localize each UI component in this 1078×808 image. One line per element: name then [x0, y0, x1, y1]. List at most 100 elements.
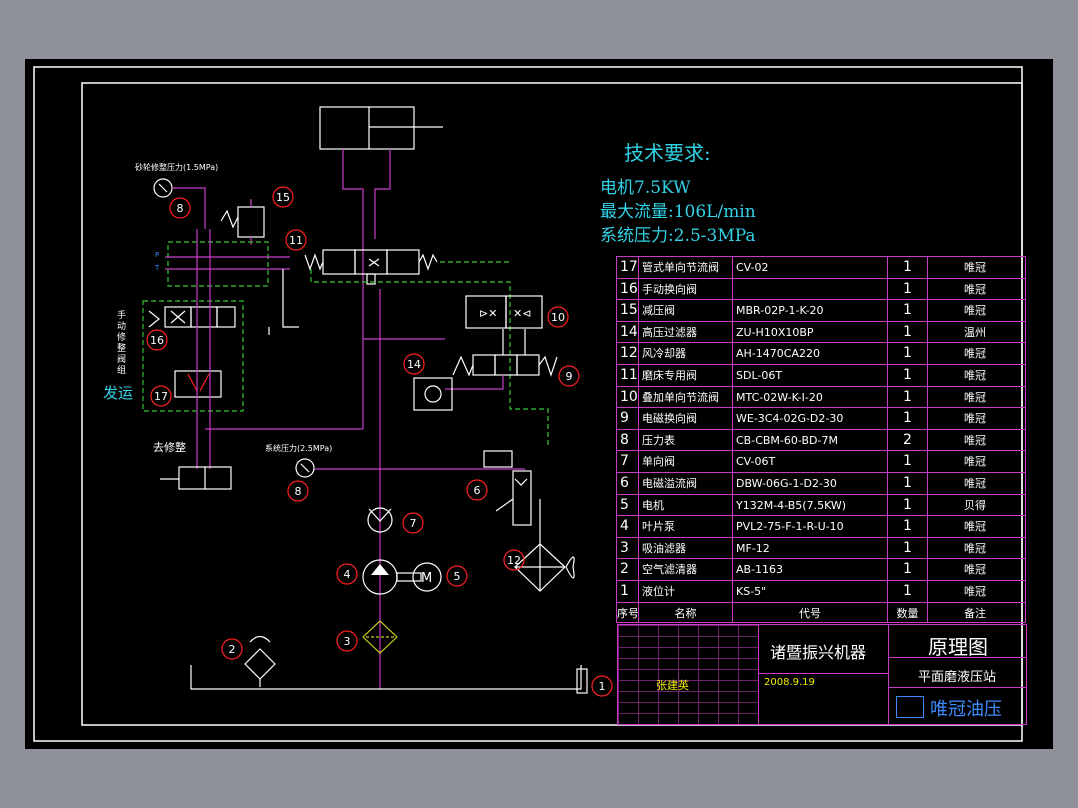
cell-note: 唯冠 — [927, 537, 1022, 559]
drawing-title: 原理图 — [928, 635, 988, 659]
tech-heading: 技术要求: — [624, 141, 711, 165]
callout-circle — [466, 479, 488, 501]
cell-code: CB-CBM-60-BD-7M — [732, 429, 887, 451]
cell-no: 17 — [616, 257, 638, 278]
cell-no: 12 — [616, 343, 638, 364]
cell-name: 吸油滤器 — [638, 537, 732, 559]
callout-number: 2 — [229, 643, 236, 656]
cell-qty: 1 — [887, 343, 927, 364]
cell-note: 贝得 — [927, 494, 1022, 516]
cell-code: CV-06T — [732, 451, 887, 472]
cell-name: 手动换向阀 — [638, 278, 732, 300]
callout-number: 15 — [276, 191, 290, 204]
callout-number: 9 — [566, 370, 573, 383]
maker-name: 唯冠油压 — [930, 699, 1002, 720]
cell-code: PVL2-75-F-1-R-U-10 — [732, 516, 887, 537]
cell-qty: 1 — [887, 257, 927, 278]
callout-number: 8 — [295, 485, 302, 498]
cell-qty: 1 — [887, 580, 927, 602]
cell-code: KS-5" — [732, 580, 887, 602]
cell-no: 15 — [616, 300, 638, 321]
cell-code — [732, 278, 887, 300]
main-cylinder — [319, 106, 415, 150]
cell-code: AH-1470CA220 — [732, 343, 887, 364]
cell-code: 代号 — [732, 602, 887, 623]
tech-requirements: 技术要求: 电机7.5KW 最大流量:106L/min 系统压力:2.5-3MP… — [600, 137, 756, 248]
callout-circle — [503, 549, 525, 571]
hydraulic-schematic: ⊳✕ ✕⊲ M — [33, 66, 1023, 742]
cell-qty: 1 — [887, 364, 927, 386]
label-trim-off: 去修整 — [153, 441, 186, 454]
svg-text:⊳✕: ⊳✕ — [479, 307, 497, 320]
callout-circle — [285, 229, 307, 251]
cell-name: 管式单向节流阀 — [638, 257, 732, 278]
callout-circle — [146, 329, 168, 351]
cell-name: 电磁溢流阀 — [638, 472, 732, 494]
schematic-group: ⊳✕ ✕⊲ M — [142, 106, 588, 694]
cell-code: AB-1163 — [732, 559, 887, 580]
cell-name: 风冷却器 — [638, 343, 732, 364]
cell-name: 单向阀 — [638, 451, 732, 472]
svg-text:M: M — [421, 571, 432, 586]
cell-code: MF-12 — [732, 537, 887, 559]
cell-name: 名称 — [638, 602, 732, 623]
callout-number: 17 — [154, 390, 168, 403]
designer-name: 张建英 — [656, 679, 689, 692]
callout-circle — [446, 565, 468, 587]
callout-circle — [221, 638, 243, 660]
tech-line-flow: 最大流量:106L/min — [600, 202, 756, 222]
callout-number: 3 — [344, 635, 351, 648]
callout-circle — [150, 385, 172, 407]
cell-code: CV-02 — [732, 257, 887, 278]
cell-note: 唯冠 — [927, 516, 1022, 537]
callout-number: 14 — [407, 358, 421, 371]
tech-line-motor: 电机7.5KW — [600, 178, 691, 198]
cell-note: 备注 — [927, 602, 1022, 623]
cell-no: 14 — [616, 321, 638, 343]
cell-note: 唯冠 — [927, 429, 1022, 451]
product-name: 平面磨液压站 — [918, 670, 997, 685]
svg-text:✕⊲: ✕⊲ — [513, 307, 531, 320]
cell-no: 4 — [616, 516, 638, 537]
drawing-date: 2008.9.19 — [764, 677, 815, 688]
cell-code: SDL-06T — [732, 364, 887, 386]
callout-circle — [336, 563, 358, 585]
callout-number: 16 — [150, 334, 164, 347]
cell-no: 3 — [616, 537, 638, 559]
callout-number: 11 — [289, 234, 303, 247]
cell-name: 电磁换向阀 — [638, 408, 732, 429]
cell-note: 唯冠 — [927, 257, 1022, 278]
cell-name: 空气滤清器 — [638, 559, 732, 580]
cell-qty: 1 — [887, 408, 927, 429]
label-transport: 发运 — [103, 384, 134, 402]
label-gauge-mid: 系统压力(2.5MPa) — [265, 444, 333, 453]
cell-no: 8 — [616, 429, 638, 451]
callout-circle — [272, 186, 294, 208]
callout-circle — [402, 512, 424, 534]
cell-code: Y132M-4-B5(7.5KW) — [732, 494, 887, 516]
cell-no: 10 — [616, 386, 638, 408]
callout-circle — [558, 365, 580, 387]
cell-qty: 1 — [887, 278, 927, 300]
cell-qty: 1 — [887, 516, 927, 537]
label-gauge-top: 砂轮修整压力(1.5MPa) — [135, 163, 219, 172]
callout-circle — [169, 197, 191, 219]
callout-circle — [287, 480, 309, 502]
callout-circle — [591, 675, 613, 697]
cell-name: 磨床专用阀 — [638, 364, 732, 386]
label-port-t: T — [155, 264, 160, 272]
cell-name: 叶片泵 — [638, 516, 732, 537]
cell-note: 唯冠 — [927, 300, 1022, 321]
cell-code: ZU-H10X10BP — [732, 321, 887, 343]
callout-number: 7 — [410, 517, 417, 530]
